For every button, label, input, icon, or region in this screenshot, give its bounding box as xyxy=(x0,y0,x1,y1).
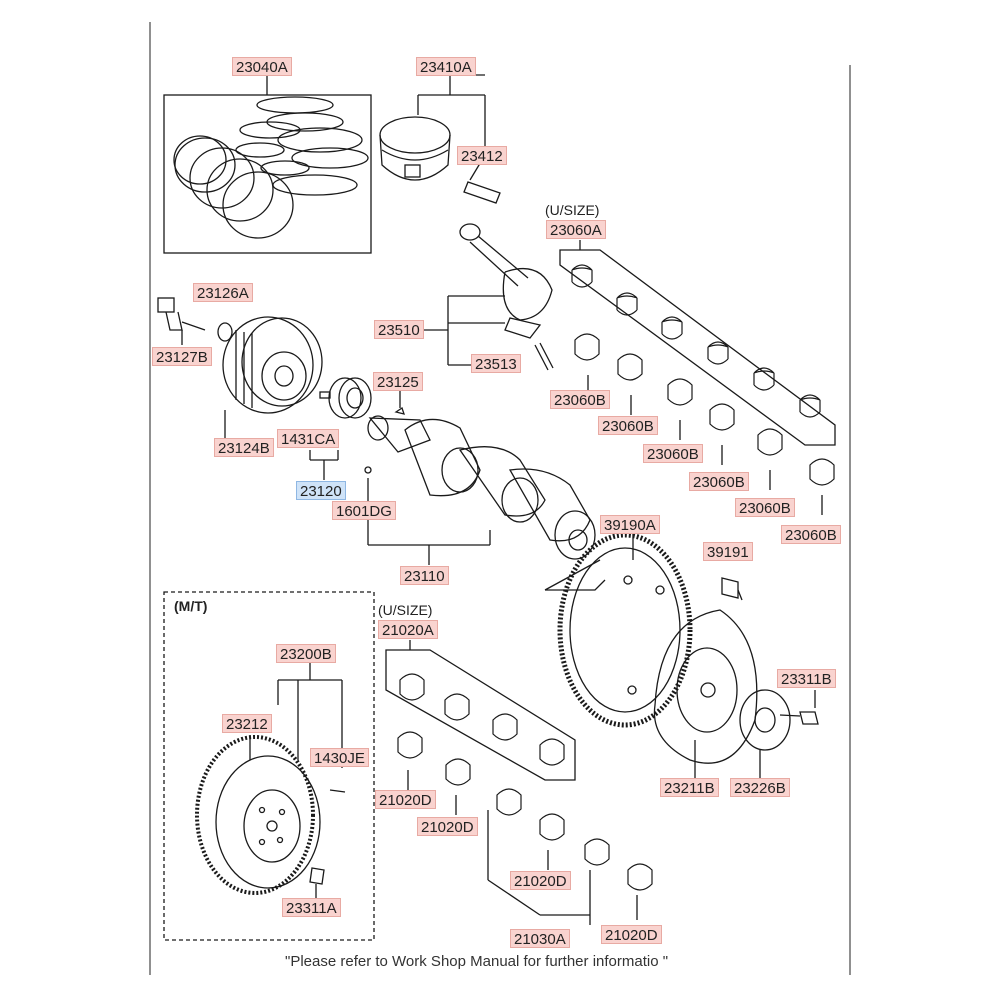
label-23040A[interactable]: 23040A xyxy=(232,57,292,76)
label-23124B[interactable]: 23124B xyxy=(214,438,274,457)
label-23120-selected[interactable]: 23120 xyxy=(296,481,346,500)
label-23412[interactable]: 23412 xyxy=(457,146,507,165)
label-23510[interactable]: 23510 xyxy=(374,320,424,339)
label-23513[interactable]: 23513 xyxy=(471,354,521,373)
main-bearing-panel-drawing xyxy=(559,240,836,515)
piston-drawing xyxy=(379,74,501,204)
label-23212[interactable]: 23212 xyxy=(222,714,272,733)
label-23125[interactable]: 23125 xyxy=(373,372,423,391)
label-23060B-5[interactable]: 23060B xyxy=(735,498,795,517)
label-23410A[interactable]: 23410A xyxy=(416,57,476,76)
label-23060B-4[interactable]: 23060B xyxy=(689,472,749,491)
sprocket-drawing xyxy=(309,377,405,480)
label-23127B[interactable]: 23127B xyxy=(152,347,212,366)
label-1431CA[interactable]: 1431CA xyxy=(277,429,340,448)
ring-gear-drawing xyxy=(544,532,693,728)
crankshaft-drawing xyxy=(364,415,596,565)
manual-transmission-note: (M/T) xyxy=(174,598,208,614)
label-39191[interactable]: 39191 xyxy=(703,542,753,561)
label-23200B[interactable]: 23200B xyxy=(276,644,336,663)
label-23060A[interactable]: 23060A xyxy=(546,220,606,239)
label-23211B[interactable]: 23211B xyxy=(660,778,719,797)
manual-flywheel-drawing xyxy=(195,660,346,900)
label-23311B[interactable]: 23311B xyxy=(777,669,836,688)
piston-rings-drawing xyxy=(173,96,369,239)
undersize-note-top: (U/SIZE) xyxy=(545,202,600,218)
flex-plate-drawing xyxy=(653,577,819,780)
label-23311A[interactable]: 23311A xyxy=(282,898,341,917)
undersize-note-bottom: (U/SIZE) xyxy=(378,602,433,618)
workshop-manual-footer: "Please refer to Work Shop Manual for fu… xyxy=(285,953,669,970)
label-21020D-2[interactable]: 21020D xyxy=(417,817,478,836)
connecting-rod-drawing xyxy=(400,223,554,371)
label-23060B-2[interactable]: 23060B xyxy=(598,416,658,435)
label-21020D-1[interactable]: 21020D xyxy=(375,790,436,809)
label-39190A[interactable]: 39190A xyxy=(600,515,660,534)
label-23126A[interactable]: 23126A xyxy=(193,283,253,302)
crank-pulley-drawing xyxy=(157,297,323,440)
label-23060B-6[interactable]: 23060B xyxy=(781,525,841,544)
label-21020D-4[interactable]: 21020D xyxy=(601,925,662,944)
label-21020D-3[interactable]: 21020D xyxy=(510,871,571,890)
manual-transmission-box xyxy=(163,591,375,941)
label-23060B-3[interactable]: 23060B xyxy=(643,444,703,463)
label-1430JE[interactable]: 1430JE xyxy=(310,748,369,767)
label-21020A[interactable]: 21020A xyxy=(378,620,438,639)
label-23226B[interactable]: 23226B xyxy=(730,778,790,797)
lower-bearing-panel-drawing xyxy=(385,640,653,925)
label-23110[interactable]: 23110 xyxy=(400,566,449,585)
label-23060B-1[interactable]: 23060B xyxy=(550,390,610,409)
label-1601DG[interactable]: 1601DG xyxy=(332,501,396,520)
label-21030A[interactable]: 21030A xyxy=(510,929,570,948)
